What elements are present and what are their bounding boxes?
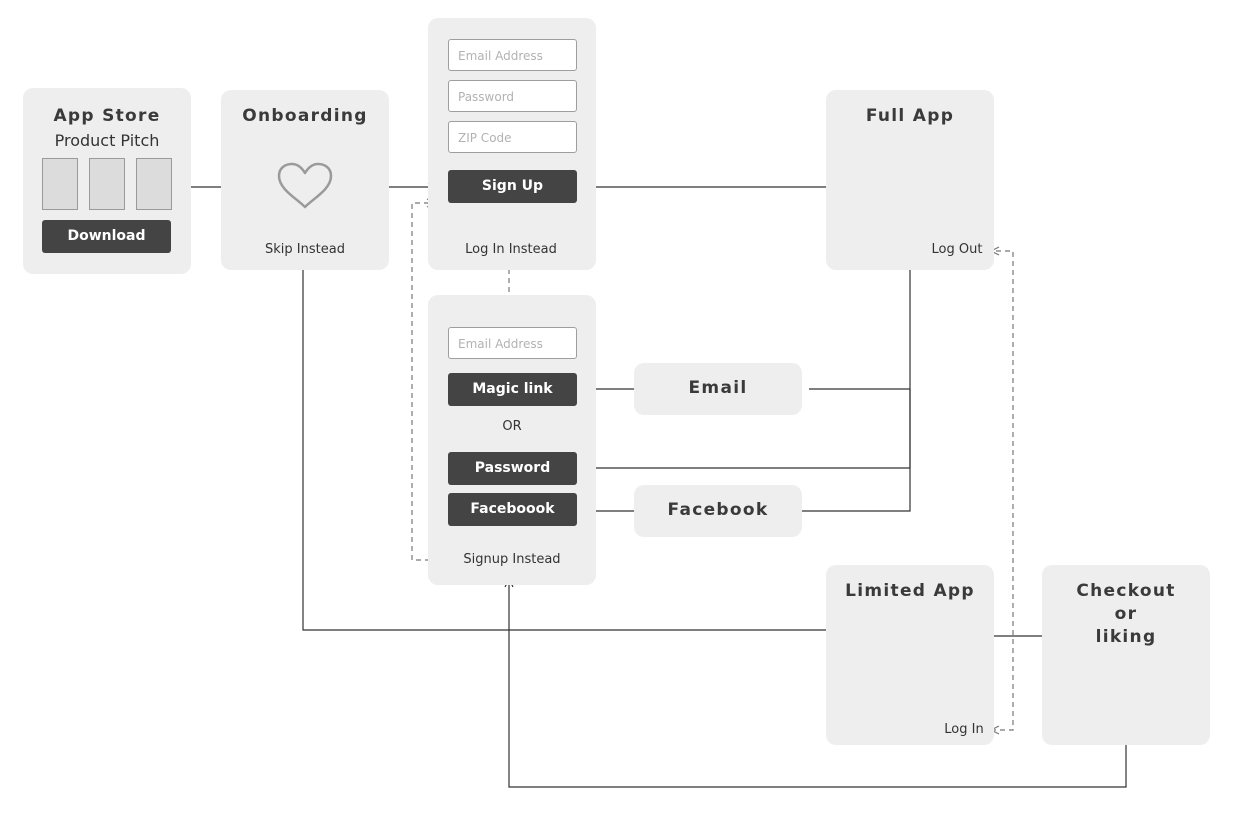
sign-up-button[interactable]: Sign Up [448, 170, 577, 203]
email-node-label: Email [688, 378, 748, 398]
email-field[interactable]: Email Address [448, 327, 577, 359]
log-in-link[interactable]: Log In [944, 722, 984, 737]
signup-instead-link[interactable]: Signup Instead [463, 552, 561, 567]
limited-app-card: Limited App Log In [826, 565, 994, 745]
onboarding-card: Onboarding Skip Instead [221, 90, 389, 270]
checkout-title-line1: Checkout [1076, 581, 1176, 601]
full-app-title: Full App [865, 106, 955, 126]
checkout-card: Checkout or liking [1042, 565, 1210, 745]
or-divider: OR [502, 419, 522, 434]
magic-link-button[interactable]: Magic link [448, 373, 577, 406]
line-facebook-to-fullapp [782, 252, 910, 512]
facebook-button[interactable]: Faceboook [448, 493, 577, 526]
heart-icon [277, 162, 333, 209]
arrow-skip-to-limitedapp [302, 266, 844, 630]
download-button[interactable]: Download [42, 220, 171, 253]
screenshot-thumbnail [136, 158, 172, 210]
password-field[interactable]: Password [448, 80, 577, 112]
dashed-arrow-login-logout [991, 251, 1014, 731]
checkout-title-line3: liking [1095, 627, 1157, 647]
product-pitch-label: Product Pitch [54, 131, 160, 150]
app-store-card: App Store Product Pitch Download [23, 88, 191, 274]
screenshot-thumbnail [89, 158, 125, 210]
log-in-instead-link[interactable]: Log In Instead [465, 242, 557, 257]
screenshot-thumbnail [42, 158, 78, 210]
arrow-checkout-to-login [509, 579, 1127, 788]
skip-instead-link[interactable]: Skip Instead [265, 242, 345, 257]
facebook-node: Facebook [634, 485, 802, 537]
checkout-title-line2: or [1114, 604, 1138, 624]
email-node: Email [634, 363, 802, 415]
log-out-link[interactable]: Log Out [931, 242, 983, 257]
password-button[interactable]: Password [448, 452, 577, 485]
full-app-card: Full App Log Out [826, 90, 994, 270]
app-store-title: App Store [53, 106, 161, 126]
email-field[interactable]: Email Address [448, 39, 577, 71]
zip-code-field[interactable]: ZIP Code [448, 121, 577, 153]
limited-app-title: Limited App [845, 581, 975, 601]
onboarding-title: Onboarding [242, 106, 368, 126]
signup-card: Email Address Password ZIP Code Sign Up … [428, 18, 596, 270]
facebook-node-label: Facebook [667, 500, 769, 520]
login-card: Email Address Magic link OR Password Fac… [428, 295, 596, 585]
